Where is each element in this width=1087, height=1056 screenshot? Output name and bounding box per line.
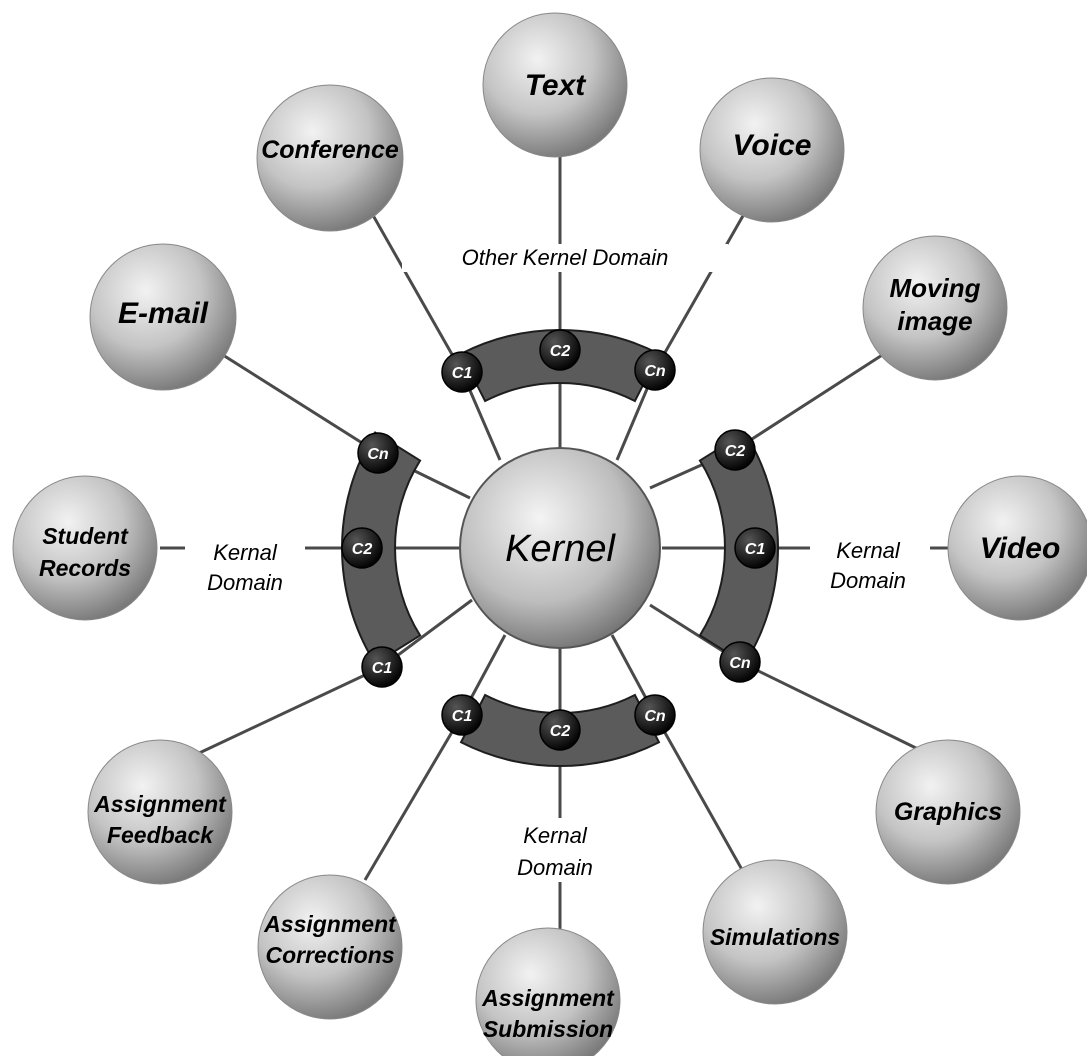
left-domain-label-line1: Kernal — [213, 540, 278, 565]
kernel-node: Kernel — [460, 448, 660, 648]
left-connector-c1-label: C1 — [372, 660, 393, 677]
text-label: Text — [525, 69, 588, 102]
graphics-label: Graphics — [894, 798, 1002, 826]
top-connector-c1-label: C1 — [452, 365, 473, 382]
email-label: E-mail — [118, 297, 209, 330]
line-voice — [655, 200, 752, 370]
top-connector-c2-label: C2 — [550, 343, 571, 360]
right-connector-cn-label: Cn — [729, 655, 751, 672]
right-connector-c2-label: C2 — [725, 443, 746, 460]
voice-label: Voice — [733, 129, 812, 162]
line-simulations — [655, 715, 745, 875]
bottom-connector-c2-label: C2 — [550, 723, 571, 740]
bottom-domain-label-line2: Domain — [517, 855, 593, 880]
bottom-connector-c1-label: C1 — [452, 708, 473, 725]
assignment-submission-label-line2: Submission — [483, 1016, 613, 1042]
line-assignment-corrections — [365, 715, 462, 880]
bottom-connector-cn-label: Cn — [644, 708, 666, 725]
top-domain-label: Other Kernel Domain — [462, 245, 669, 270]
line-conference — [370, 210, 462, 372]
right-domain-label-line1: Kernal — [836, 538, 901, 563]
top-connector-cn-label: Cn — [644, 363, 666, 380]
student-records-label-line1: Student — [42, 523, 129, 549]
assignment-corrections-label-line2: Corrections — [265, 942, 394, 968]
assignment-corrections-label-line1: Assignment — [263, 911, 397, 937]
assignment-submission-label-line1: Assignment — [481, 985, 615, 1011]
moving-image-label-line1: Moving — [890, 273, 981, 303]
line-email — [215, 350, 378, 453]
left-domain-label-line2: Domain — [207, 570, 283, 595]
assignment-feedback-label-line2: Feedback — [107, 822, 214, 848]
line-graphics — [740, 662, 920, 750]
moving-image-label-line2: image — [897, 306, 972, 336]
student-records-label-line2: Records — [39, 555, 131, 581]
video-label: Video — [980, 532, 1061, 565]
conference-label: Conference — [261, 136, 399, 164]
bottom-domain-label-line1: Kernal — [523, 823, 588, 848]
right-domain-label-line2: Domain — [830, 568, 906, 593]
kernel-label: Kernel — [505, 528, 616, 570]
left-connector-cn-label: Cn — [367, 446, 389, 463]
right-connector-c1-label: C1 — [745, 541, 766, 558]
assignment-feedback-label-line1: Assignment — [93, 791, 227, 817]
left-connector-c2-label: C2 — [352, 541, 373, 558]
line-moving-image — [735, 350, 890, 450]
simulations-label: Simulations — [710, 924, 840, 950]
line-assignment-feedback — [195, 667, 382, 755]
